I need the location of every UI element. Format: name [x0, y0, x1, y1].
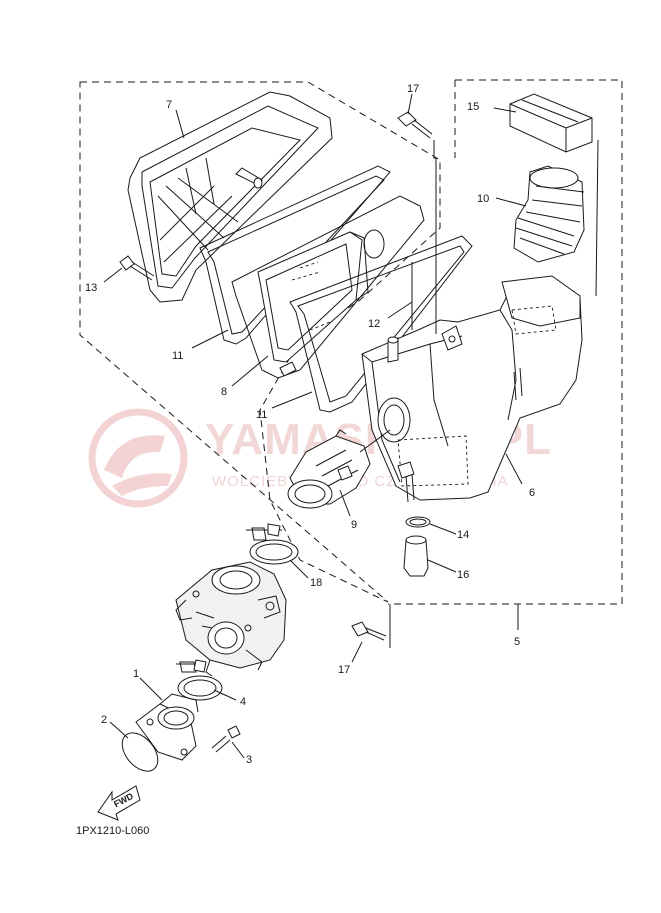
part-18-clamp	[246, 523, 299, 565]
leader-lines	[103, 93, 527, 759]
drawing-code: 1PX1210-L060	[76, 825, 149, 837]
part-14-drain-plug	[403, 535, 429, 577]
part-9-intake-joint	[287, 429, 391, 509]
label-part-17-bottom: 17	[338, 664, 350, 676]
carburetor-assembly	[175, 561, 287, 677]
part-13-screw	[119, 255, 155, 281]
label-part-17-top: 17	[407, 83, 419, 95]
label-part-13: 13	[85, 282, 97, 294]
fwd-arrow-icon: FWD	[97, 785, 141, 821]
label-part-14: 16	[457, 569, 469, 581]
label-part-9: 9	[351, 519, 357, 531]
watermark-logo-icon	[88, 408, 188, 508]
label-part-4: 4	[240, 696, 246, 708]
label-part-11-lower: 11	[256, 409, 267, 421]
part-10-joint-duct	[513, 139, 599, 297]
part-2-o-ring	[121, 732, 159, 772]
label-part-11-upper: 11	[172, 350, 183, 362]
part-labels: 7 17 15 10 13 12 11 8 11 6 9 14 16 18 5 …	[85, 83, 535, 766]
label-part-15: 14	[457, 529, 469, 541]
part-3-screw	[211, 725, 241, 753]
part-15-clip	[405, 516, 431, 528]
label-part-2: 2	[101, 714, 107, 726]
assembly-outlines	[79, 79, 623, 630]
part-6-filter-case	[361, 275, 583, 503]
label-part-7: 7	[166, 99, 172, 111]
label-part-18: 18	[310, 577, 322, 589]
label-part-5: 5	[514, 636, 520, 648]
part-11-gasket-lower	[289, 235, 473, 413]
part-1-intake-manifold	[135, 693, 199, 761]
part-4-clamp	[176, 659, 223, 701]
part-17-bolt-top	[397, 111, 437, 334]
label-part-1: 1	[133, 668, 139, 680]
label-part-8: 8	[221, 386, 227, 398]
part-8-filter-element	[231, 195, 425, 379]
part-16-cap	[509, 93, 593, 153]
part-17-bolt-bottom	[351, 604, 391, 648]
part-11-gasket-upper	[199, 165, 391, 345]
label-part-16: 15	[467, 101, 479, 113]
label-part-10: 10	[477, 193, 489, 205]
label-part-3: 3	[246, 754, 252, 766]
label-part-12: 12	[368, 318, 380, 330]
part-7-case-cover	[127, 91, 333, 303]
label-part-6: 6	[529, 487, 535, 499]
